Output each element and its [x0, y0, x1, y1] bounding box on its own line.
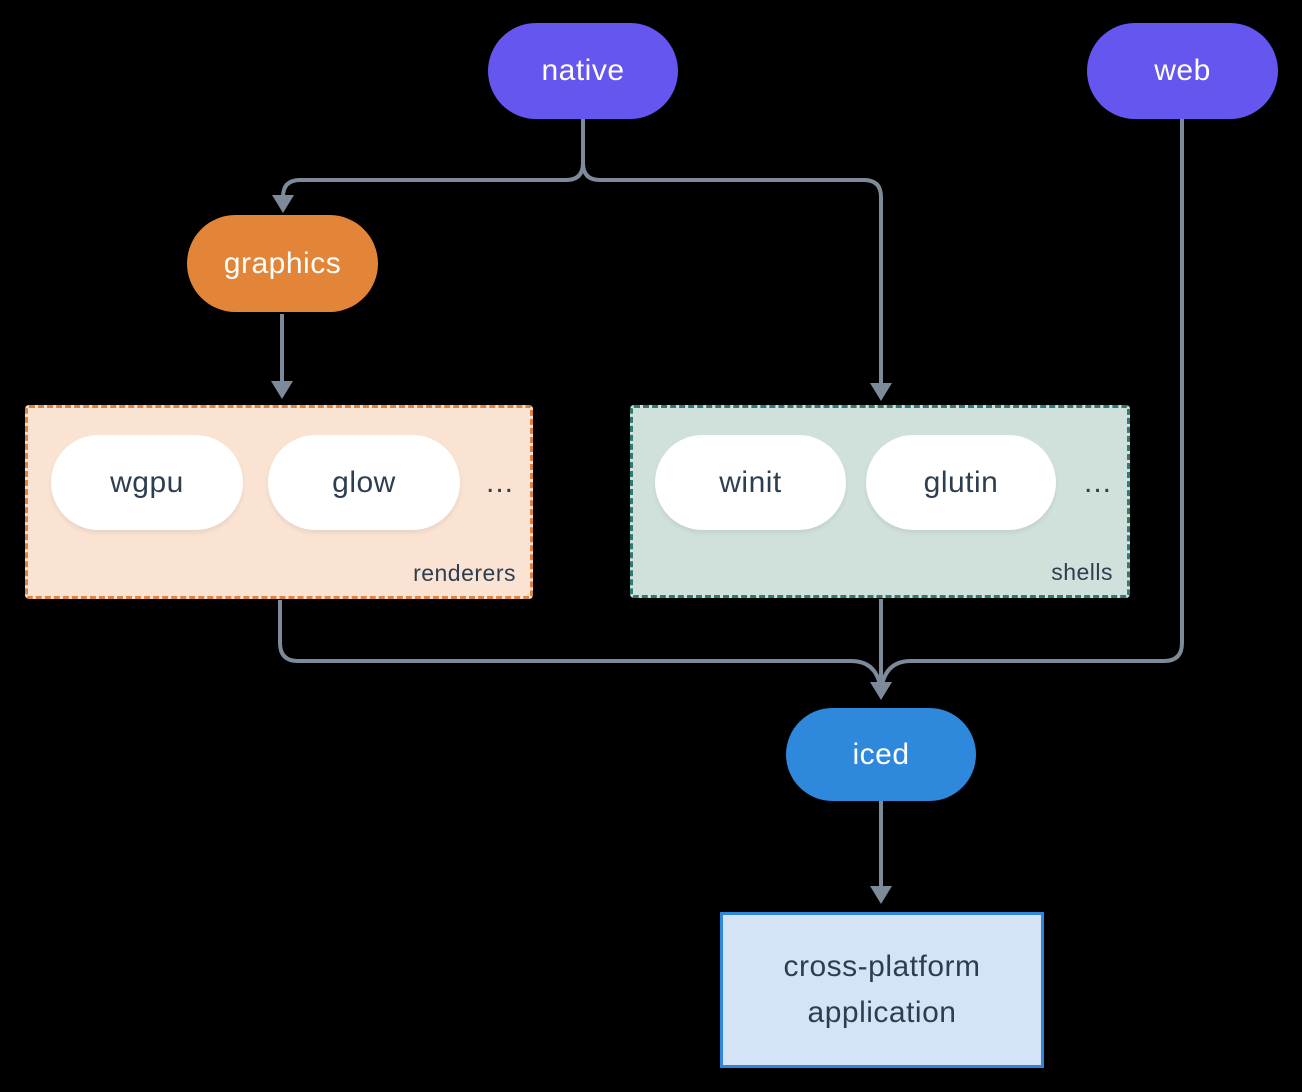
node-glutin-label: glutin — [923, 465, 999, 499]
arrowhead-shells — [870, 383, 892, 401]
node-iced-label: iced — [852, 737, 910, 771]
renderers-ellipsis: ... — [485, 465, 514, 499]
edge-renderers-iced — [278, 600, 882, 686]
node-glow: glow — [268, 435, 460, 530]
group-shells: winit glutin ... shells — [630, 405, 1130, 598]
edge-web-iced — [880, 119, 1184, 686]
node-native-label: native — [541, 54, 625, 87]
shells-ellipsis: ... — [1083, 465, 1112, 499]
arrowhead-graphics — [272, 195, 294, 213]
node-glutin: glutin — [866, 435, 1056, 530]
node-graphics: graphics — [187, 215, 378, 312]
group-renderers: wgpu glow ... renderers — [25, 405, 533, 599]
node-cross-platform-application: cross-platform application — [720, 912, 1044, 1068]
node-web: web — [1087, 23, 1278, 119]
node-winit-label: winit — [719, 465, 782, 499]
arrowhead-iced — [870, 682, 892, 700]
arrowhead-renderers — [271, 381, 293, 399]
group-shells-label: shells — [1051, 559, 1113, 585]
node-web-label: web — [1154, 54, 1211, 87]
node-iced: iced — [786, 708, 976, 801]
node-graphics-label: graphics — [223, 246, 342, 280]
group-renderers-label: renderers — [413, 560, 516, 586]
node-glow-label: glow — [332, 465, 396, 499]
node-wgpu-label: wgpu — [110, 465, 184, 499]
node-native: native — [488, 23, 678, 119]
edge-native-graphics — [281, 119, 585, 198]
arrowhead-app — [870, 886, 892, 904]
edge-native-shells — [581, 119, 883, 385]
app-label-line1: cross-platform — [783, 949, 981, 983]
node-winit: winit — [655, 435, 846, 530]
node-wgpu: wgpu — [51, 435, 243, 530]
app-label-line2: application — [807, 996, 957, 1029]
